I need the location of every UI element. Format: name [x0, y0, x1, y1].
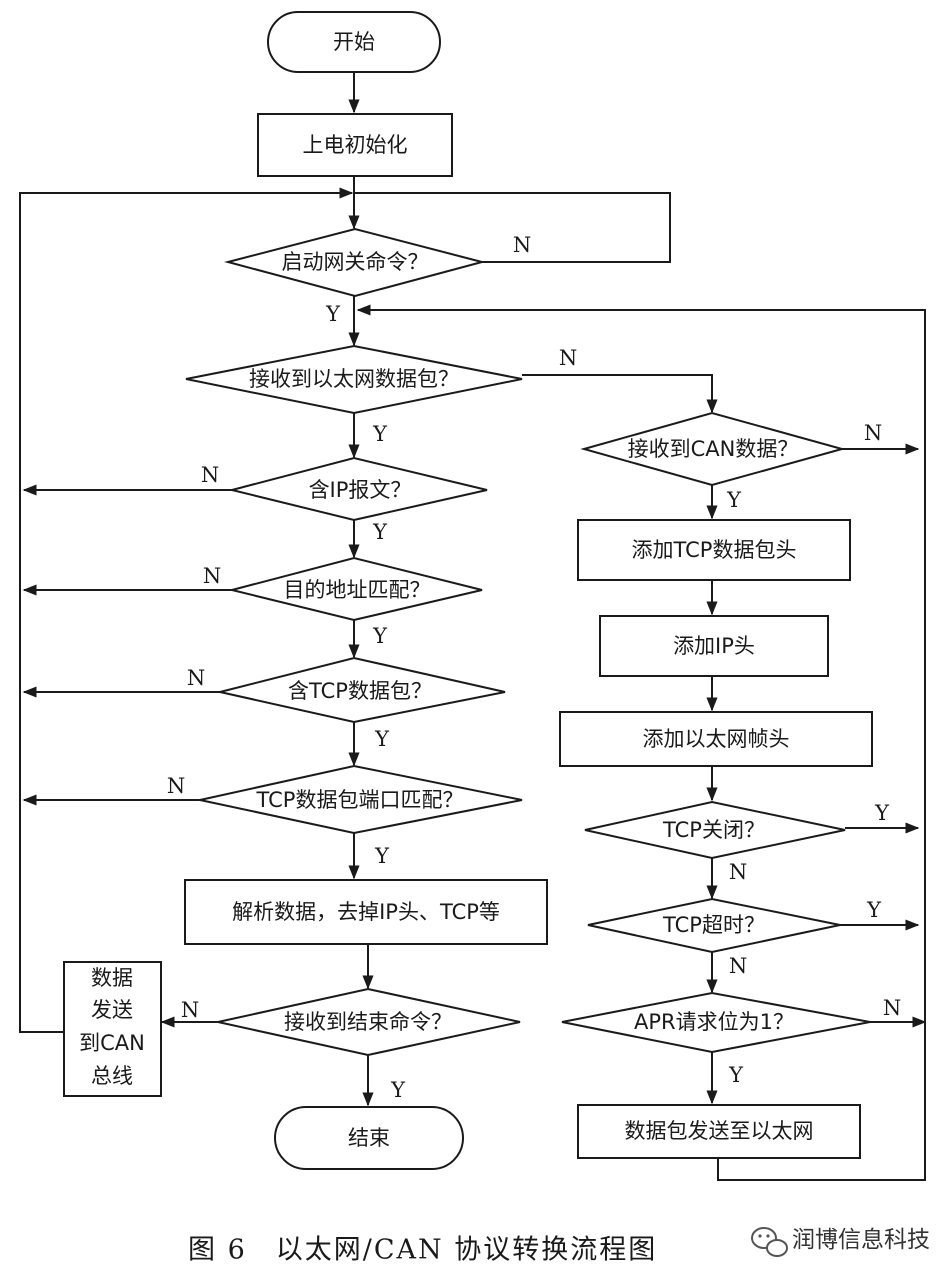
branch-labels: N Y N Y N Y N Y N Y N Y N Y N Y Y N Y N …	[167, 233, 901, 1102]
add-ip-box: 添加IP头	[599, 615, 829, 677]
label-y-has-tcp: Y	[374, 727, 390, 751]
label-y-recv-can: Y	[726, 488, 742, 512]
label-n-port: N	[167, 774, 185, 798]
power-init-label: 上电初始化	[303, 133, 408, 157]
dest-match-label: 目的地址匹配？	[284, 578, 431, 602]
send-can-box: 数据 发送 到CAN 总线	[63, 961, 162, 1097]
arrow-eth-no	[522, 374, 718, 414]
loop-send-can	[19, 187, 354, 1033]
watermark: 润博信息科技	[751, 1227, 930, 1257]
label-n-apr: N	[883, 996, 901, 1020]
has-ip-decision: 含IP报文？	[231, 456, 488, 522]
label-y-tcp-closed: Y	[874, 801, 890, 825]
apr-decision: APR请求位为1？	[561, 991, 871, 1054]
loop-cmd-no	[355, 192, 671, 263]
has-ip-label: 含IP报文？	[309, 478, 412, 502]
label-y-port: Y	[374, 844, 390, 868]
start-node: 开始	[267, 11, 441, 73]
send-can-line-4: 总线	[91, 1064, 133, 1088]
label-n-end-cmd: N	[181, 998, 199, 1022]
connectors	[19, 72, 927, 1181]
parse-box: 解析数据，去掉IP头、TCP等	[184, 879, 548, 945]
add-eth-box: 添加以太网帧头	[559, 711, 873, 767]
label-n-has-ip: N	[201, 463, 219, 487]
has-tcp-label: 含TCP数据包？	[288, 679, 432, 703]
send-can-line-2: 发送	[91, 998, 133, 1022]
apr-label: APR请求位为1？	[634, 1010, 794, 1034]
label-n-recv-eth: N	[559, 346, 577, 370]
send-eth-label: 数据包发送至以太网	[625, 1119, 814, 1143]
power-init-box: 上电初始化	[257, 113, 453, 177]
figure-caption: 图 6 以太网/CAN 协议转换流程图	[188, 1235, 657, 1266]
label-n-dest: N	[203, 564, 221, 588]
label-y-recv-eth: Y	[372, 422, 388, 446]
start-cmd-label: 启动网关命令？	[282, 250, 429, 274]
port-match-label: TCP数据包端口匹配？	[256, 788, 464, 812]
label-n-tcp-timeout: N	[729, 954, 747, 978]
label-n-recv-can: N	[864, 421, 882, 445]
recv-eth-decision: 接收到以太网数据包？	[185, 344, 523, 415]
tcp-timeout-label: TCP超时？	[662, 913, 765, 937]
start-cmd-decision: 启动网关命令？	[224, 227, 486, 298]
loop-send-eth	[356, 304, 926, 1181]
add-eth-label: 添加以太网帧头	[643, 727, 790, 751]
send-can-line-1: 数据	[91, 966, 133, 990]
watermark-text: 润博信息科技	[792, 1227, 930, 1253]
send-can-line-3: 到CAN	[79, 1031, 145, 1055]
label-y-end-cmd: Y	[390, 1078, 406, 1102]
end-node: 结束	[274, 1106, 464, 1170]
label-y-dest: Y	[372, 624, 388, 648]
start-label: 开始	[333, 30, 375, 54]
recv-can-decision: 接收到CAN数据？	[580, 411, 846, 487]
label-n-start-cmd: N	[513, 233, 531, 257]
wechat-icon	[751, 1227, 788, 1257]
dest-match-decision: 目的地址匹配？	[231, 556, 483, 622]
recv-eth-label: 接收到以太网数据包？	[249, 367, 459, 391]
parse-label: 解析数据，去掉IP头、TCP等	[232, 900, 500, 924]
add-ip-label: 添加IP头	[673, 634, 755, 658]
label-y-has-ip: Y	[372, 520, 388, 544]
label-y-apr: Y	[728, 1063, 744, 1087]
label-n-tcp-closed: N	[729, 860, 747, 884]
end-cmd-label: 接收到结束命令？	[284, 1010, 452, 1034]
add-tcp-label: 添加TCP数据包头	[632, 538, 797, 562]
send-eth-box: 数据包发送至以太网	[577, 1104, 861, 1159]
port-match-decision: TCP数据包端口匹配？	[199, 764, 523, 835]
tcp-closed-label: TCP关闭？	[662, 818, 765, 842]
recv-can-label: 接收到CAN数据？	[628, 437, 799, 461]
tcp-closed-decision: TCP关闭？	[584, 800, 846, 860]
label-y-tcp-timeout: Y	[866, 898, 882, 922]
has-tcp-decision: 含TCP数据包？	[219, 656, 506, 724]
tcp-timeout-decision: TCP超时？	[587, 897, 841, 954]
end-label: 结束	[348, 1126, 390, 1150]
add-tcp-box: 添加TCP数据包头	[577, 519, 851, 581]
label-n-has-tcp: N	[187, 666, 205, 690]
end-cmd-decision: 接收到结束命令？	[217, 987, 521, 1057]
label-y-start-cmd: Y	[325, 302, 341, 326]
